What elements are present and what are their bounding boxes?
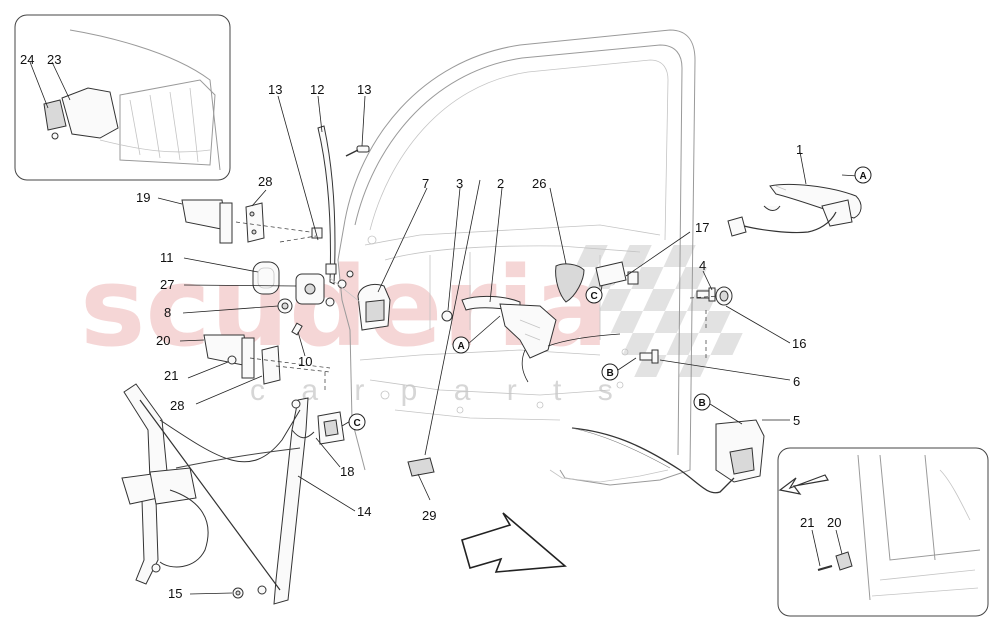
svg-text:A: A (860, 171, 867, 182)
ref-C-clip: C (348, 413, 366, 431)
callout-3: 3 (456, 176, 463, 191)
callout-5: 5 (793, 413, 800, 428)
part-20-bracket (203, 334, 255, 379)
callout-labels: 1 2 3 4 5 6 7 8 10 11 12 13 13 14 15 16 … (136, 82, 806, 601)
part-3-nut (441, 310, 453, 322)
part-7-door-check (329, 270, 391, 331)
leader-lines (157, 95, 859, 595)
callout-24: 23 (47, 52, 61, 67)
part-2-lock-rod-assembly (461, 295, 621, 383)
part-28-plate-upper (245, 202, 265, 243)
part-17-striker-bracket (595, 261, 639, 287)
part-8-bushing (277, 298, 293, 314)
part-26-cover (555, 263, 585, 303)
ref-A-lock: A (452, 336, 470, 354)
callout-29: 29 (422, 508, 436, 523)
part-4-bolt (696, 287, 716, 302)
svg-text:B: B (699, 398, 706, 409)
part-15-nut (232, 587, 244, 599)
part-16-plug (715, 286, 733, 306)
callout-23: 21 (800, 515, 814, 530)
direction-arrow (461, 512, 567, 573)
callout-28-lower: 28 (170, 398, 184, 413)
ref-B-door: B (601, 363, 619, 381)
callout-28-upper: 28 (258, 174, 272, 189)
callout-13-left: 13 (268, 82, 282, 97)
callout-1: 1 (796, 142, 803, 157)
part-21-screw (227, 355, 237, 365)
callout-26: 26 (532, 176, 546, 191)
part-5-door-latch (571, 419, 765, 494)
watermark-sub: c a r p a r t s (250, 374, 627, 407)
part-18-clip (317, 411, 345, 445)
callout-7: 7 (422, 176, 429, 191)
callout-6: 6 (793, 374, 800, 389)
callout-2: 2 (497, 176, 504, 191)
callout-19: 19 (136, 190, 150, 205)
part-29-clip (407, 457, 435, 477)
svg-text:B: B (607, 368, 614, 379)
part-13-bolt-upper (345, 145, 370, 157)
part-6-bolt (639, 349, 659, 364)
part-14-window-regulator (121, 383, 315, 605)
part-12-guide-rail (311, 125, 337, 285)
callout-17: 17 (695, 220, 709, 235)
part-28-plate-lower (261, 345, 281, 385)
part-19-bracket (181, 199, 233, 244)
door-shell (337, 29, 696, 486)
callout-12: 12 (310, 82, 324, 97)
watermark: scuderia c a r p a r t s (80, 243, 743, 407)
callout-4: 4 (699, 258, 706, 273)
part-11-gasket (252, 261, 280, 295)
callout-20: 20 (156, 333, 170, 348)
callout-8: 8 (164, 305, 171, 320)
callout-25: 24 (20, 52, 34, 67)
callout-10: 10 (298, 354, 312, 369)
reference-markers: A A B B C C (348, 166, 872, 431)
ref-A-handle: A (854, 166, 872, 184)
part-10-bolt (291, 297, 335, 336)
part-27-seal (295, 273, 325, 305)
callout-13-right: 13 (357, 82, 371, 97)
callout-21: 21 (164, 368, 178, 383)
ref-B-latch: B (693, 393, 711, 411)
part-1-outer-handle (727, 184, 862, 237)
callout-14: 14 (357, 504, 371, 519)
callout-18: 18 (340, 464, 354, 479)
inset-lower-pillar: 21 20 (777, 447, 989, 617)
svg-text:A: A (458, 341, 465, 352)
svg-text:C: C (354, 418, 361, 429)
callout-22: 20 (827, 515, 841, 530)
callout-15: 15 (168, 586, 182, 601)
assembly-dash-lines (235, 221, 719, 392)
ref-C-door: C (585, 286, 603, 304)
inset-front-panel: 24 23 (14, 14, 231, 181)
callout-11: 11 (160, 250, 174, 265)
callout-16: 16 (792, 336, 806, 351)
svg-text:C: C (591, 291, 598, 302)
callout-27: 27 (160, 277, 174, 292)
